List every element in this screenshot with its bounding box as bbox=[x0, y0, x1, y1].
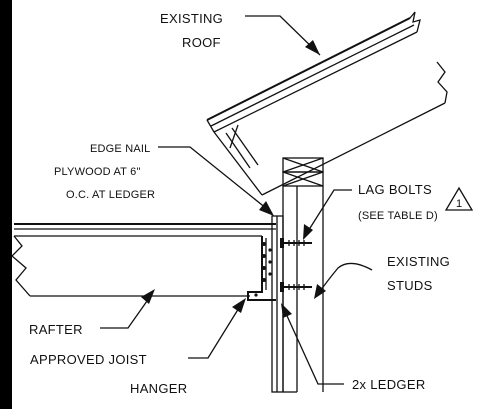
lag-bolt-upper bbox=[280, 238, 312, 248]
edge-nail-label-line2: PLYWOOD AT 6" bbox=[54, 166, 141, 178]
existing-roof-label-line1: EXISTING bbox=[160, 11, 223, 26]
joist-hanger-drawing bbox=[247, 236, 276, 301]
joist-hanger-label-line1: APPROVED JOIST bbox=[30, 352, 147, 367]
joist-hanger-label-line2: HANGER bbox=[130, 381, 187, 396]
ledger-label: 2x LEDGER bbox=[352, 377, 426, 392]
existing-roof-label-line2: ROOF bbox=[182, 35, 221, 50]
edge-nail-label-line3: O.C. AT LEDGER bbox=[66, 189, 155, 201]
lag-bolts-drawing bbox=[280, 238, 312, 292]
existing-roof-drawing bbox=[206, 11, 448, 196]
revision-mark: 1 bbox=[456, 198, 462, 210]
rafter-drawing bbox=[11, 235, 262, 297]
lag-bolts-label: LAG BOLTS bbox=[358, 182, 432, 197]
ledger-drawing bbox=[271, 215, 284, 393]
leaders bbox=[100, 15, 373, 385]
lag-bolt-lower bbox=[280, 282, 312, 292]
existing-studs-label-line2: STUDS bbox=[387, 278, 433, 293]
plywood-sheathing bbox=[14, 223, 276, 230]
lag-bolts-note: (SEE TABLE D) bbox=[358, 210, 438, 222]
revision-triangle-icon: 1 bbox=[444, 186, 474, 211]
edge-nail-label-line1: EDGE NAIL bbox=[90, 143, 151, 155]
existing-studs-label-line1: EXISTING bbox=[387, 254, 450, 269]
rafter-label: RAFTER bbox=[29, 322, 83, 337]
left-edge-bar bbox=[0, 0, 12, 409]
existing-wall-drawing bbox=[282, 157, 324, 393]
